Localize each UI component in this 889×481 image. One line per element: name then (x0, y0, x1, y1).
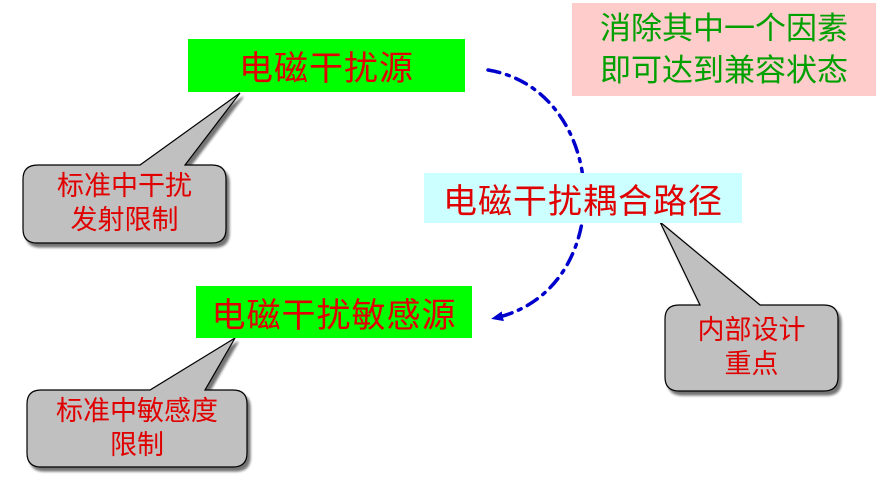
note-line-2: 即可达到兼容状态 (600, 52, 848, 89)
callout-sensitivity-line-2: 限制 (110, 429, 164, 461)
note-box: 消除其中一个因素 即可达到兼容状态 (572, 3, 876, 96)
callout-design-line-1: 内部设计 (697, 315, 806, 346)
coupling-path-box: 电磁干扰耦合路径 (424, 173, 742, 223)
callout-emission: 标准中干扰 发射限制 (23, 165, 226, 243)
callout-design-shape (659, 221, 839, 392)
callout-emission-shape (22, 92, 241, 244)
callout-sensitivity: 标准中敏感度 限制 (27, 390, 247, 467)
callout-design: 内部设计 重点 (665, 305, 838, 391)
callout-sensitivity-shape (26, 337, 248, 468)
emi-source-label: 电磁干扰源 (239, 49, 414, 89)
sensitive-receptor-box: 电磁干扰敏感源 (196, 286, 472, 338)
callout-design-line-2: 重点 (724, 349, 779, 380)
emi-source-box: 电磁干扰源 (188, 39, 465, 92)
callout-emission-line-1: 标准中干扰 (57, 171, 192, 202)
callout-emission-line-2: 发射限制 (70, 205, 179, 236)
callout-sensitivity-line-1: 标准中敏感度 (56, 395, 218, 427)
sensitive-receptor-label: 电磁干扰敏感源 (211, 295, 457, 336)
note-line-1: 消除其中一个因素 (600, 10, 848, 47)
coupling-path-label: 电磁干扰耦合路径 (443, 181, 723, 222)
